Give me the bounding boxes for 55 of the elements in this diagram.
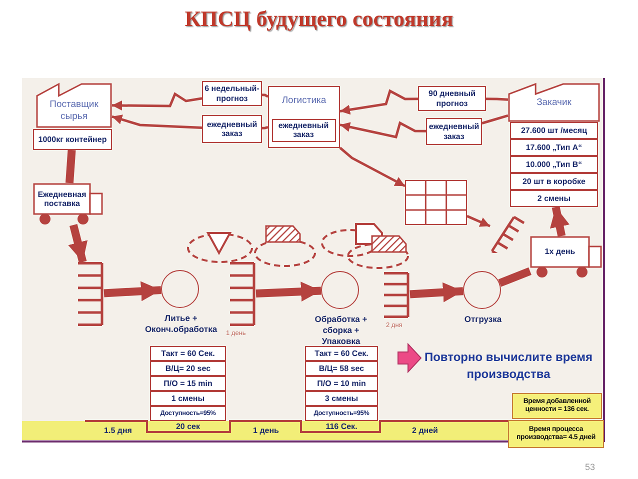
title: КПСЦ будущего состояния bbox=[184, 6, 454, 32]
process-name: Отгрузка bbox=[463, 314, 503, 326]
push-arrow bbox=[410, 282, 464, 302]
timeline-label: 1.5 дня bbox=[103, 426, 133, 435]
info-box: 17.600 „Тип А“ bbox=[510, 139, 598, 156]
timeline-label: 2 дней bbox=[411, 426, 439, 435]
supermarket-shelf bbox=[384, 272, 410, 318]
info-box: 1 смены bbox=[150, 391, 226, 406]
factory-shape: Поставщик сырья bbox=[36, 82, 112, 128]
info-box: Такт = 60 Сек. bbox=[305, 346, 378, 361]
supermarket-shelf bbox=[230, 262, 256, 326]
info-box: 20 шт в коробке bbox=[510, 173, 598, 190]
info-box: В/Ц= 58 sec bbox=[305, 361, 378, 376]
info-box: 10.000 „Тип В“ bbox=[510, 156, 598, 173]
info-arrow bbox=[340, 121, 426, 138]
box-title: Логистика bbox=[282, 96, 326, 107]
info-box: 27.600 шт /месяц bbox=[510, 122, 598, 139]
info-box: П/О = 10 min bbox=[305, 376, 378, 391]
note-text: Повторно вычислите время производства bbox=[423, 349, 594, 384]
info-box: 90 дневный прогноз bbox=[418, 86, 486, 111]
info-box: 6 недельный-прогноз bbox=[202, 81, 262, 106]
info-box: 3 смены bbox=[305, 391, 378, 406]
info-box bbox=[268, 86, 340, 148]
supermarket-shelf bbox=[78, 262, 104, 326]
info-arrow bbox=[340, 89, 418, 115]
info-box: ежедневный заказ bbox=[272, 118, 336, 142]
material-flow-line bbox=[498, 267, 532, 287]
info-box: 1000кг контейнер bbox=[33, 129, 112, 150]
connector-line bbox=[482, 114, 508, 124]
process-name: Литье + Оконч.обработка bbox=[144, 313, 218, 336]
factory-shape: Закачик bbox=[508, 82, 600, 122]
push-arrow bbox=[256, 282, 322, 302]
info-box: Такт = 60 Сек. bbox=[150, 346, 226, 361]
info-box: ежедневный заказ bbox=[426, 118, 482, 145]
info-arrow bbox=[339, 146, 406, 188]
timeline-label: 116 Сек. bbox=[324, 422, 358, 431]
info-box: В/Ц= 20 sec bbox=[150, 361, 226, 376]
connector-line bbox=[262, 94, 269, 98]
timeline-label: 1 день bbox=[252, 426, 280, 435]
heijunka-grid bbox=[405, 180, 467, 225]
info-arrow bbox=[112, 114, 202, 129]
connector-line bbox=[486, 98, 508, 101]
info-box: 2 смены bbox=[510, 190, 598, 207]
process-name: Обработка + сборка + Упаковка bbox=[314, 314, 368, 348]
connector-line bbox=[262, 126, 268, 130]
info-box: ежедневный заказ bbox=[202, 115, 262, 143]
supermarket-shelf bbox=[490, 215, 526, 253]
page-number: 53 bbox=[585, 462, 596, 472]
timeline-label: 20 сек bbox=[174, 422, 202, 431]
info-arrow bbox=[466, 214, 490, 228]
push-arrow bbox=[550, 206, 570, 237]
push-arrow bbox=[68, 224, 88, 263]
push-arrow bbox=[104, 281, 162, 302]
info-box: П/О = 15 min bbox=[150, 376, 226, 391]
info-arrow bbox=[112, 92, 202, 110]
